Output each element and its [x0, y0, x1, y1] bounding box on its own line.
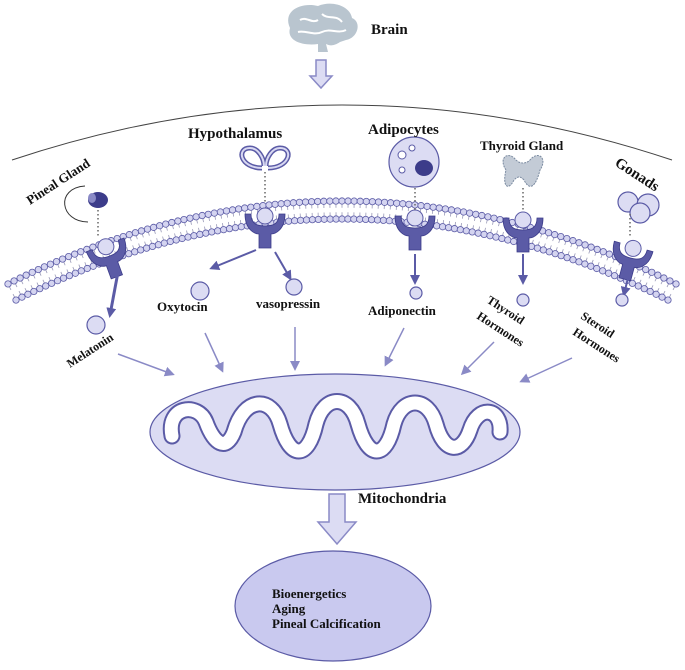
adipocyte-receptor — [394, 209, 436, 251]
outcome-item: Pineal Calcification — [272, 616, 381, 631]
outcome-item: Bioenergetics — [272, 586, 346, 601]
hypothalamus-label: Hypothalamus — [188, 126, 282, 142]
receptor-output-arrows — [106, 249, 631, 318]
brain-down-arrow — [308, 59, 334, 90]
gonad-receptor — [612, 239, 654, 282]
mitochondria-down-arrow — [316, 493, 358, 546]
gonads-icon — [617, 191, 660, 224]
vasopressin-label: vasopressin — [256, 296, 321, 311]
thyroid-gland-label: Thyroid Gland — [480, 138, 564, 153]
gonads-label: Gonads — [612, 155, 662, 195]
outcome-item: Aging — [272, 601, 306, 616]
hypothalamus-receptor — [244, 207, 286, 249]
pineal-gland-icon — [64, 185, 108, 223]
mitochondria-label: Mitochondria — [358, 491, 447, 507]
adipocytes-label: Adipocytes — [368, 122, 439, 138]
adiponectin-label: Adiponectin — [368, 303, 437, 318]
adipocyte-icon — [388, 136, 440, 188]
hormone-molecules — [86, 278, 629, 335]
brain-icon — [288, 3, 358, 52]
brain-label: Brain — [371, 22, 408, 38]
pineal-gland-label: Pineal Gland — [23, 155, 93, 208]
pineal-receptor — [85, 237, 127, 280]
mitochondrion — [149, 373, 521, 491]
melatonin-label: Melatonin — [64, 330, 116, 371]
hypothalamus-icon — [239, 145, 291, 171]
oxytocin-label: Oxytocin — [157, 299, 208, 314]
cell-membrane — [4, 197, 680, 304]
hormone-to-mitochondria-arrows — [117, 327, 573, 383]
thyroid-gland-icon — [502, 155, 544, 187]
outcomes-ellipse — [234, 550, 432, 662]
cell-boundary-line — [11, 104, 673, 161]
membrane-receptors — [85, 207, 654, 282]
thyroid-receptor — [502, 211, 544, 253]
signal-dashes — [97, 172, 631, 238]
